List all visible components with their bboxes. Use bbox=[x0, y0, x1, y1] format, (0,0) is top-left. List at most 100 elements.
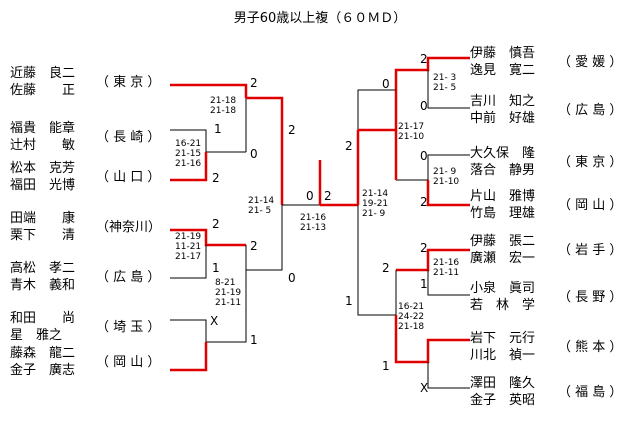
left-team-player2: 辻村 敏 bbox=[10, 138, 75, 153]
match-result-mark: 0 bbox=[288, 271, 296, 285]
match-result-mark: 2 bbox=[288, 123, 296, 137]
right-team-player1: 伊藤 張二 bbox=[470, 234, 535, 249]
right-r2-top-line bbox=[396, 154, 470, 181]
right-team-prefecture: （ 東 京 ） bbox=[558, 154, 622, 170]
left-team-prefecture: （ 山 口 ） bbox=[96, 170, 160, 185]
right-sf2-line bbox=[357, 205, 397, 316]
left-team-player2: 金子 廣志 bbox=[10, 362, 75, 378]
right-r2-bottom-line bbox=[426, 180, 470, 207]
match-result-mark: 1 bbox=[212, 261, 220, 275]
match-result-mark: 2 bbox=[345, 139, 353, 153]
left-qf1-top-line bbox=[170, 83, 248, 98]
right-team-player2: 竹島 理雄 bbox=[470, 206, 535, 221]
left-team-player2: 福田 光博 bbox=[10, 178, 75, 193]
left-r3-bottom-line bbox=[170, 342, 208, 372]
left-team-player1: 田端 康 bbox=[10, 210, 75, 226]
match-result-mark: 2 bbox=[382, 261, 390, 275]
left-r2-top-line bbox=[170, 228, 246, 247]
left-team-player1: 近藤 良二 bbox=[10, 65, 75, 81]
left-team-prefecture: （ 広 島 ） bbox=[96, 270, 160, 285]
match-result-mark: 2 bbox=[420, 52, 428, 66]
right-team-player2: 逸見 寛二 bbox=[470, 62, 535, 78]
match-result-mark: 1 bbox=[420, 277, 428, 291]
bracket-title: 男子60歳以上複（６０ＭＤ） bbox=[234, 10, 407, 26]
left-team-prefecture: （ 東 京 ） bbox=[96, 74, 160, 90]
left-team-player1: 福貴 能章 bbox=[10, 120, 75, 136]
right-team-player2: 中前 好雄 bbox=[470, 110, 535, 126]
right-team-player2: 川北 禎一 bbox=[470, 348, 535, 363]
left-team-prefecture: （ 岡 山 ） bbox=[96, 355, 160, 370]
right-team-prefecture: （ 愛 媛 ） bbox=[558, 55, 622, 70]
match-result-mark: 1 bbox=[345, 294, 353, 308]
match-result-mark: 2 bbox=[250, 76, 258, 90]
match-result-mark: 0 bbox=[382, 77, 390, 91]
match-result-mark: 2 bbox=[250, 239, 258, 253]
left-sf-top-line bbox=[246, 96, 284, 205]
match-result-mark: 1 bbox=[250, 333, 258, 347]
right-r3-top-line bbox=[396, 248, 470, 272]
left-r1-bottom-line bbox=[170, 152, 208, 182]
left-team-player1: 和田 尚 bbox=[10, 311, 75, 326]
right-team-prefecture: （ 長 野 ） bbox=[558, 290, 622, 305]
match-result-mark: 1 bbox=[382, 359, 390, 373]
left-qf2-join bbox=[245, 205, 283, 271]
right-team-player1: 伊藤 慎吾 bbox=[470, 46, 535, 61]
left-r2-bottom-line bbox=[170, 245, 207, 279]
match-result-mark: 2 bbox=[420, 195, 428, 209]
left-team-prefecture: （ 長 崎 ） bbox=[96, 130, 160, 145]
right-r1-bottom-line bbox=[427, 70, 470, 109]
right-team-player2: 若 林 学 bbox=[470, 297, 535, 313]
right-team-prefecture: （ 岡 山 ） bbox=[558, 198, 622, 213]
right-sf1-top-line bbox=[357, 89, 396, 205]
left-team-prefecture: （神奈川） bbox=[96, 220, 161, 235]
left-team-player2: 星 雅之 bbox=[10, 328, 62, 343]
right-team-player1: 大久保 隆 bbox=[470, 146, 535, 161]
match-result-mark: 0 bbox=[306, 189, 314, 203]
right-team-player2: 金子 英昭 bbox=[470, 392, 535, 408]
match-result-mark: 2 bbox=[324, 189, 332, 203]
left-team-player2: 青木 義和 bbox=[10, 277, 75, 293]
right-sf1-winner-line bbox=[358, 90, 398, 132]
right-team-prefecture: （ 広 島 ） bbox=[558, 103, 622, 118]
right-team-player1: 片山 雅博 bbox=[470, 189, 535, 204]
match-result-mark: 2 bbox=[420, 241, 428, 255]
match-result-mark: 2 bbox=[212, 217, 220, 231]
match-result-mark: 0 bbox=[420, 99, 428, 113]
left-r1-top-line bbox=[170, 129, 246, 153]
left-team-player2: 栗下 清 bbox=[10, 228, 75, 243]
right-team-prefecture: （ 岩 手 ） bbox=[558, 243, 622, 258]
match-result-mark: 0 bbox=[420, 149, 428, 163]
right-team-player2: 廣瀬 宏一 bbox=[470, 251, 535, 266]
right-r4-bottom-line bbox=[427, 362, 470, 389]
right-team-prefecture: （ 熊 本 ） bbox=[558, 339, 622, 355]
right-r3-bottom-line bbox=[427, 270, 470, 296]
right-team-player1: 吉川 知之 bbox=[470, 93, 535, 109]
right-team-player2: 落合 静男 bbox=[470, 163, 535, 178]
left-team-player1: 松本 克芳 bbox=[10, 161, 75, 176]
match-result-mark: 2 bbox=[212, 171, 220, 185]
right-team-player1: 岩下 元行 bbox=[470, 331, 535, 346]
left-team-player2: 佐藤 正 bbox=[10, 83, 75, 98]
right-team-player1: 澤田 隆久 bbox=[470, 376, 535, 391]
left-team-prefecture: （ 埼 玉 ） bbox=[96, 320, 160, 335]
left-team-player1: 高松 孝二 bbox=[10, 260, 75, 276]
match-result-mark: 0 bbox=[250, 147, 258, 161]
left-team-player1: 藤森 龍二 bbox=[10, 345, 75, 361]
right-team-player1: 小泉 眞司 bbox=[470, 280, 535, 296]
match-result-mark: 1 bbox=[214, 122, 222, 136]
match-result-mark: X bbox=[420, 381, 428, 395]
